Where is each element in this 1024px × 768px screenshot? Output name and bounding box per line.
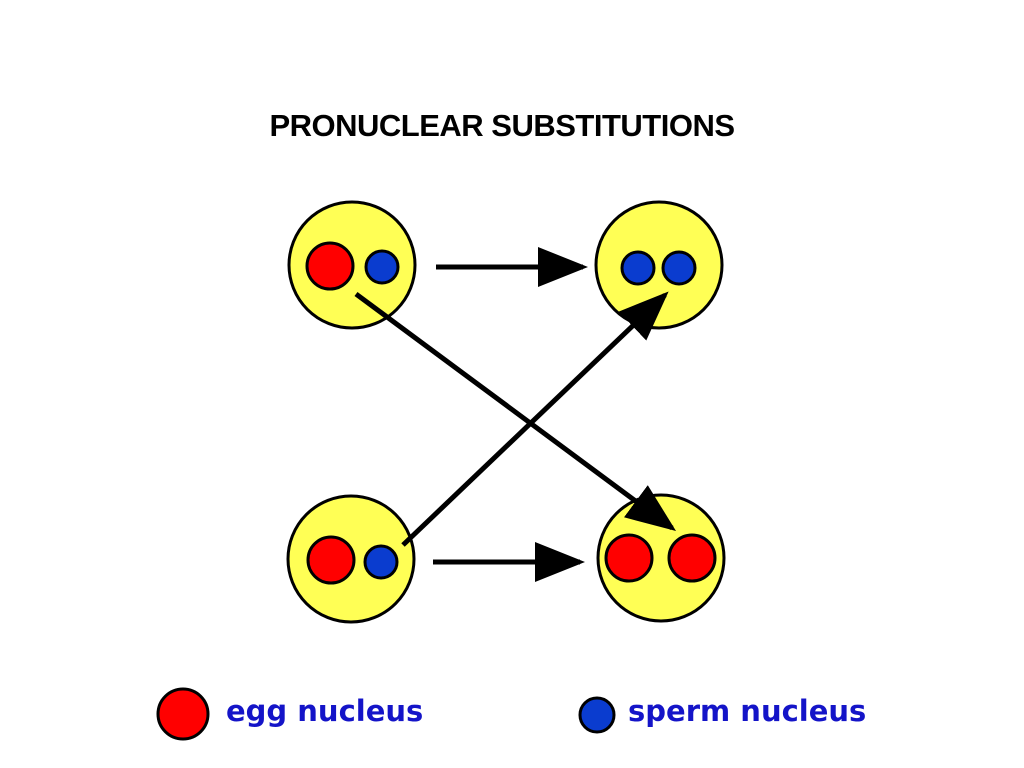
cell-body xyxy=(594,200,724,330)
sperm-nucleus xyxy=(363,544,399,580)
sperm-nucleus xyxy=(661,250,697,286)
source-cell-top xyxy=(287,200,417,330)
egg-nucleus xyxy=(305,241,355,291)
result-cell-sperm-sperm xyxy=(594,200,724,330)
result-cell-egg-egg xyxy=(596,493,726,623)
arrow-diagonal-down xyxy=(354,291,677,531)
legend-egg-label: egg nucleus xyxy=(226,694,424,728)
egg-nucleus xyxy=(667,533,717,583)
sperm-nucleus xyxy=(620,250,656,286)
sperm-nucleus xyxy=(364,249,400,285)
egg-nucleus xyxy=(306,535,356,585)
legend-sperm-label: sperm nucleus xyxy=(628,694,867,728)
egg-nucleus xyxy=(604,533,654,583)
legend-sperm-swatch xyxy=(578,696,616,734)
source-cell-bottom xyxy=(286,494,416,624)
diagram-title: PRONUCLEAR SUBSTITUTIONS xyxy=(269,108,735,143)
arrow-diagonal-up xyxy=(401,291,669,547)
legend-egg-swatch xyxy=(156,687,210,741)
